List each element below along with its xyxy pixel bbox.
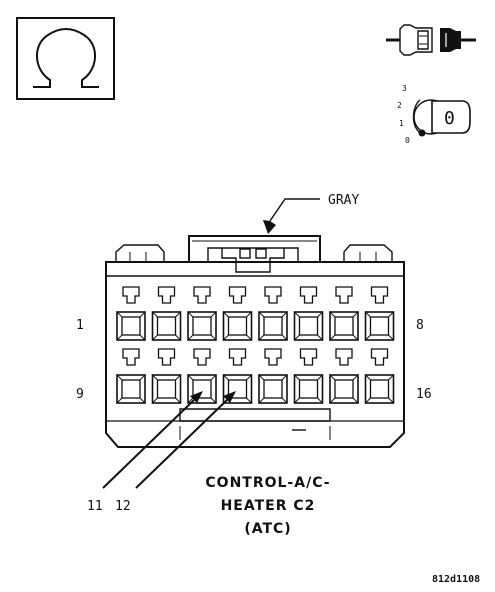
cavity-10 bbox=[151, 348, 182, 404]
callout-pin-11: 11 bbox=[87, 499, 103, 514]
cavity-7 bbox=[329, 286, 359, 341]
connector-name-line2: HEATER C2 bbox=[221, 498, 316, 514]
callout-pin-12: 12 bbox=[115, 499, 131, 514]
cavity-16 bbox=[364, 348, 395, 404]
cavity-11 bbox=[187, 348, 217, 404]
cavity-12 bbox=[222, 348, 253, 404]
ignition-position-2: 2 bbox=[397, 101, 402, 110]
ignition-position-3: 3 bbox=[402, 84, 407, 93]
cavity-9 bbox=[116, 348, 146, 404]
figure-code: 812d1108 bbox=[432, 574, 480, 585]
color-label: GRAY bbox=[328, 193, 359, 208]
cavity-15 bbox=[329, 348, 359, 404]
pin-label-16: 16 bbox=[416, 387, 432, 402]
ignition-key-icon: 3 2 1 0 0 bbox=[397, 84, 471, 145]
pin-label-9: 9 bbox=[76, 387, 84, 402]
pin-label-8: 8 bbox=[416, 318, 424, 333]
cavity-14 bbox=[293, 348, 324, 404]
cavity-4 bbox=[222, 286, 253, 341]
pin-label-1: 1 bbox=[76, 318, 84, 333]
ignition-position-0: 0 bbox=[405, 136, 410, 145]
ohms-symbol-icon bbox=[16, 17, 115, 100]
connector-body bbox=[105, 235, 405, 448]
cavity-1 bbox=[116, 286, 146, 341]
cavity-2 bbox=[151, 286, 182, 341]
connector-disconnected-icon bbox=[386, 24, 476, 56]
connector-name-line3: (ATC) bbox=[244, 521, 291, 537]
pin-callout-arrows bbox=[102, 391, 236, 489]
cavity-3 bbox=[187, 286, 217, 341]
cavity-6 bbox=[293, 286, 324, 341]
cavity-5 bbox=[258, 286, 288, 341]
cavity-13 bbox=[258, 348, 288, 404]
color-callout: GRAY bbox=[263, 193, 359, 234]
cavity-8 bbox=[364, 286, 395, 341]
connector-name-line1: CONTROL-A/C- bbox=[205, 475, 330, 491]
ignition-position-1: 1 bbox=[399, 119, 404, 128]
key-label: 0 bbox=[444, 108, 455, 129]
